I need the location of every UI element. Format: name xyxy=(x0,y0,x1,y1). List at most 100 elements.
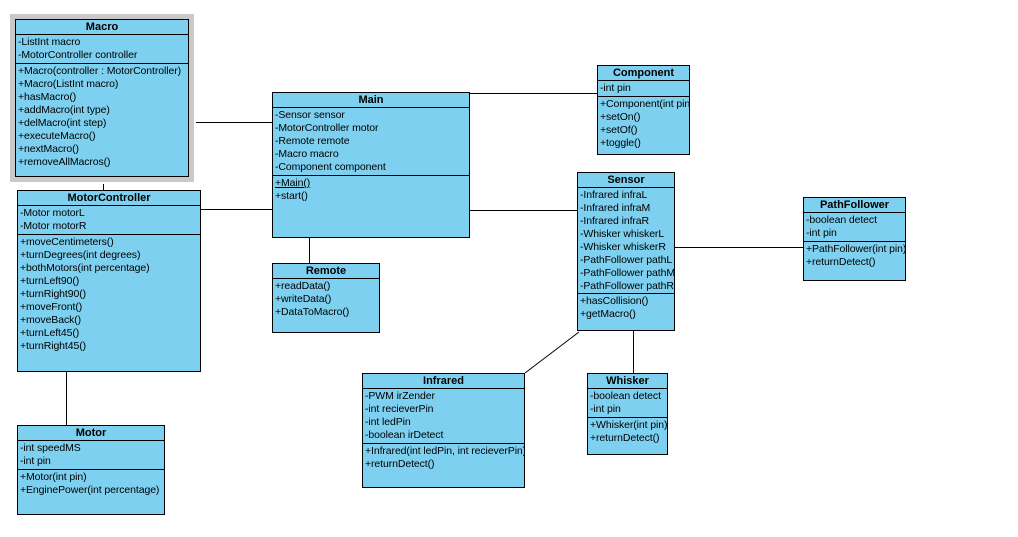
method: +nextMacro() xyxy=(18,143,79,155)
attribute: -ListInt macro xyxy=(18,36,81,48)
attribute: -boolean detect xyxy=(590,390,661,402)
class-title: MotorController xyxy=(67,192,151,204)
class-title: Main xyxy=(358,94,384,106)
method: +delMacro(int step) xyxy=(18,117,107,129)
method: +PathFollower(int pin) xyxy=(806,243,905,255)
method: +Infrared(int ledPin, int recieverPin) xyxy=(365,445,524,457)
attribute: -Component component xyxy=(275,161,386,173)
attributes-compartment: -PWM irZender -int recieverPin -int ledP… xyxy=(363,388,524,443)
class-title: Macro xyxy=(85,21,119,33)
method: +turnLeft90() xyxy=(20,275,80,287)
class-infrared[interactable]: Infrared -PWM irZender -int recieverPin … xyxy=(362,373,525,488)
method: +Macro(controller : MotorController) xyxy=(18,65,181,77)
attribute: -Remote remote xyxy=(275,135,350,147)
attributes-compartment: -boolean detect -int pin xyxy=(588,388,667,417)
method: +returnDetect() xyxy=(806,256,876,268)
methods-compartment: +Macro(controller : MotorController) +Ma… xyxy=(16,63,188,176)
method: +moveBack() xyxy=(20,314,82,326)
attribute: -Infrared infraL xyxy=(580,189,648,201)
class-title: Component xyxy=(612,67,675,79)
attribute: -int speedMS xyxy=(20,442,81,454)
method: +returnDetect() xyxy=(365,458,435,470)
class-title: Whisker xyxy=(606,375,649,387)
attribute: -PathFollower pathM xyxy=(580,267,674,279)
method: +turnDegrees(int degrees) xyxy=(20,249,141,261)
method: +removeAllMacros() xyxy=(18,156,111,168)
attributes-compartment: -Motor motorL -Motor motorR xyxy=(18,205,200,234)
class-remote[interactable]: Remote +readData() +writeData() +DataToM… xyxy=(272,263,380,333)
attributes-compartment: -int pin xyxy=(598,80,689,96)
attribute: -Infrared infraR xyxy=(580,215,650,227)
method: +DataToMacro() xyxy=(275,306,350,318)
attribute: -Whisker whiskerR xyxy=(580,241,666,253)
attribute: -int ledPin xyxy=(365,416,411,428)
class-title: PathFollower xyxy=(819,199,890,211)
attribute: -Motor motorL xyxy=(20,207,85,219)
method: +addMacro(int type) xyxy=(18,104,110,116)
method: +turnLeft45() xyxy=(20,327,80,339)
class-component[interactable]: Component -int pin +Component(int pin) +… xyxy=(597,65,690,155)
attribute: -Macro macro xyxy=(275,148,339,160)
method: +setOn() xyxy=(600,111,641,123)
method: +executeMacro() xyxy=(18,130,96,142)
method: +writeData() xyxy=(275,293,332,305)
class-motor[interactable]: Motor -int speedMS -int pin +Motor(int p… xyxy=(17,425,165,515)
method: +Macro(ListInt macro) xyxy=(18,78,119,90)
class-title: Remote xyxy=(305,265,347,277)
attributes-compartment: -boolean detect -int pin xyxy=(804,212,905,241)
method: +Component(int pin) xyxy=(600,98,689,110)
method: +getMacro() xyxy=(580,308,636,320)
method: +moveFront() xyxy=(20,301,83,313)
method: +turnRight45() xyxy=(20,340,87,352)
attribute: -Sensor sensor xyxy=(275,109,345,121)
method: +hasMacro() xyxy=(18,91,77,103)
attribute: -int pin xyxy=(590,403,621,415)
class-pathfollower[interactable]: PathFollower -boolean detect -int pin +P… xyxy=(803,197,906,281)
attributes-compartment: -Sensor sensor -MotorController motor -R… xyxy=(273,107,469,175)
method: +readData() xyxy=(275,280,331,292)
methods-compartment: +hasCollision() +getMacro() xyxy=(578,293,674,330)
method: +returnDetect() xyxy=(590,432,660,444)
attribute: -boolean detect xyxy=(806,214,877,226)
class-sensor[interactable]: Sensor -Infrared infraL -Infrared infraM… xyxy=(577,172,675,331)
methods-compartment: +Whisker(int pin) +returnDetect() xyxy=(588,417,667,454)
class-title: Sensor xyxy=(607,174,645,186)
connector-sensor-infrared[interactable] xyxy=(524,331,580,374)
methods-compartment: +PathFollower(int pin) +returnDetect() xyxy=(804,241,905,280)
methods-compartment: +Component(int pin) +setOn() +setOf() +t… xyxy=(598,96,689,154)
method: +turnRight90() xyxy=(20,288,87,300)
methods-compartment: +Motor(int pin) +EnginePower(int percent… xyxy=(18,469,164,514)
class-whisker[interactable]: Whisker -boolean detect -int pin +Whiske… xyxy=(587,373,668,455)
attribute: -int pin xyxy=(806,227,837,239)
method: +start() xyxy=(275,190,308,202)
attribute: -Whisker whiskerL xyxy=(580,228,665,240)
class-title: Infrared xyxy=(423,375,464,387)
method: +EnginePower(int percentage) xyxy=(20,484,160,496)
method: +setOf() xyxy=(600,124,638,136)
methods-compartment: +moveCentimeters() +turnDegrees(int degr… xyxy=(18,234,200,371)
methods-compartment: +Infrared(int ledPin, int recieverPin) +… xyxy=(363,443,524,487)
attribute: -Infrared infraM xyxy=(580,202,651,214)
attributes-compartment: -Infrared infraL -Infrared infraM -Infra… xyxy=(578,187,674,293)
attribute: -MotorController controller xyxy=(18,49,138,61)
attributes-compartment: -int speedMS -int pin xyxy=(18,440,164,469)
attribute: -boolean irDetect xyxy=(365,429,444,441)
method-static: +Main() xyxy=(275,177,311,189)
attribute: -int pin xyxy=(20,455,51,467)
class-main[interactable]: Main -Sensor sensor -MotorController mot… xyxy=(272,92,470,238)
method: +Whisker(int pin) xyxy=(590,419,667,431)
methods-compartment: +Main() +start() xyxy=(273,175,469,237)
class-motorcontroller[interactable]: MotorController -Motor motorL -Motor mot… xyxy=(17,190,201,372)
attribute: -PathFollower pathL xyxy=(580,254,673,266)
attribute: -MotorController motor xyxy=(275,122,379,134)
attribute: -PathFollower pathR xyxy=(580,280,674,292)
method: +hasCollision() xyxy=(580,295,649,307)
attribute: -Motor motorR xyxy=(20,220,87,232)
class-macro[interactable]: Macro -ListInt macro -MotorController co… xyxy=(15,19,189,177)
methods-compartment: +readData() +writeData() +DataToMacro() xyxy=(273,278,379,332)
attributes-compartment: -ListInt macro -MotorController controll… xyxy=(16,34,188,63)
attribute: -PWM irZender xyxy=(365,390,435,402)
method: +toggle() xyxy=(600,137,641,149)
attribute: -int pin xyxy=(600,82,631,94)
